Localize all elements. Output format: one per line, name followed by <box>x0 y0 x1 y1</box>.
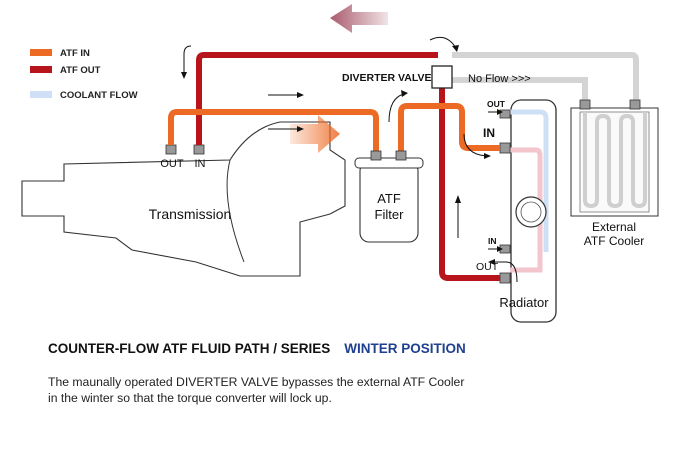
atf-filter-label-line1: ATF <box>377 191 401 206</box>
legend-atf-out-swatch <box>30 66 52 73</box>
atf-filter-fitting-in <box>370 150 382 161</box>
legend-atf-in-label: ATF IN <box>60 48 90 59</box>
no-flow-line <box>452 52 639 104</box>
transmission <box>21 121 346 277</box>
atf-out-line <box>196 52 500 281</box>
arrow-down-left-icon <box>181 45 192 79</box>
transmission-fitting-out <box>165 144 177 155</box>
caption-body-line2: in the winter so that the torque convert… <box>48 391 332 405</box>
legend-coolant-swatch <box>30 91 52 98</box>
cooler-core <box>579 111 650 213</box>
caption-position: WINTER POSITION <box>344 341 466 356</box>
arrow-radiator-out-bottom-icon <box>488 259 518 283</box>
arrow-radiator-out-top-icon <box>488 109 503 115</box>
arrow-diverter-top-icon <box>429 36 459 52</box>
transmission-fitting-in <box>193 144 205 155</box>
radiator <box>499 99 557 323</box>
radiator-in-top-label: IN <box>483 126 495 140</box>
arrow-radiator-in-top-icon <box>463 133 491 159</box>
diverter-valve-label: DIVERTER VALVE <box>342 72 431 84</box>
flow-arrows <box>181 36 518 283</box>
caption-title-text: COUNTER-FLOW ATF FLUID PATH / SERIES <box>48 341 331 356</box>
radiator-label: Radiator <box>499 295 549 310</box>
cooler-bypass-line <box>452 77 588 104</box>
arrow-right-middle-icon <box>268 126 304 132</box>
radiator-in-bottom-label: IN <box>488 236 497 246</box>
radiator-fitting-in-top <box>499 142 511 154</box>
atf-filter-label-line2: Filter <box>375 207 405 222</box>
return-flow-arrow <box>330 4 388 33</box>
radiator-fitting-out-bottom <box>499 272 511 284</box>
atf-filter-cap <box>354 157 424 169</box>
radiator-out-top-label: OUT <box>487 99 506 109</box>
arrow-filter-up-icon <box>388 90 408 123</box>
cooler-fitting-right <box>629 99 641 110</box>
cooler-serpentine <box>583 112 647 209</box>
radiator-out-bottom-label: OUT <box>476 261 499 273</box>
no-flow-label: No Flow >>> <box>468 73 531 85</box>
coolant-flow-blue <box>503 109 549 252</box>
legend-coolant-label: COOLANT FLOW <box>60 90 138 101</box>
atf-in-line-to-radiator <box>398 103 500 152</box>
atf-filter <box>354 150 424 243</box>
atf-flow-diagram: ATF IN ATF OUT COOLANT FLOW External ATF… <box>21 4 659 323</box>
cooler-label-line1: External <box>592 220 636 234</box>
diverter-valve[interactable] <box>431 65 453 89</box>
atf-in-line-to-filter <box>168 109 379 152</box>
atf-filter-fitting-out <box>395 150 407 161</box>
transmission-body <box>21 121 346 277</box>
atf-in-flow-arrow <box>290 115 340 153</box>
cooler-label-line2: ATF Cooler <box>584 234 644 248</box>
legend-atf-in-swatch <box>30 49 52 56</box>
transmission-out-label: OUT <box>160 158 184 170</box>
caption-title: COUNTER-FLOW ATF FLUID PATH / SERIES WINT… <box>48 341 466 356</box>
caption-body-line1: The maunally operated DIVERTER VALVE byp… <box>48 375 465 389</box>
legend-atf-out-label: ATF OUT <box>60 65 101 76</box>
radiator-cap-inner <box>520 201 542 223</box>
arrow-radiator-in-bottom-icon <box>488 246 503 252</box>
cooler-fitting-left <box>579 99 591 110</box>
caption-body: The maunally operated DIVERTER VALVE byp… <box>48 374 608 406</box>
radiator-fitting-out-top <box>499 109 511 119</box>
coolant-flow-pink <box>510 147 543 273</box>
external-atf-cooler <box>570 99 659 217</box>
transmission-in-label: IN <box>195 158 206 170</box>
arrow-right-top-icon <box>268 92 304 98</box>
transmission-label: Transmission <box>149 206 232 222</box>
arrow-up-red-line-icon <box>455 195 461 238</box>
transmission-bellhousing <box>226 159 245 263</box>
legend: ATF IN ATF OUT COOLANT FLOW <box>30 48 138 101</box>
